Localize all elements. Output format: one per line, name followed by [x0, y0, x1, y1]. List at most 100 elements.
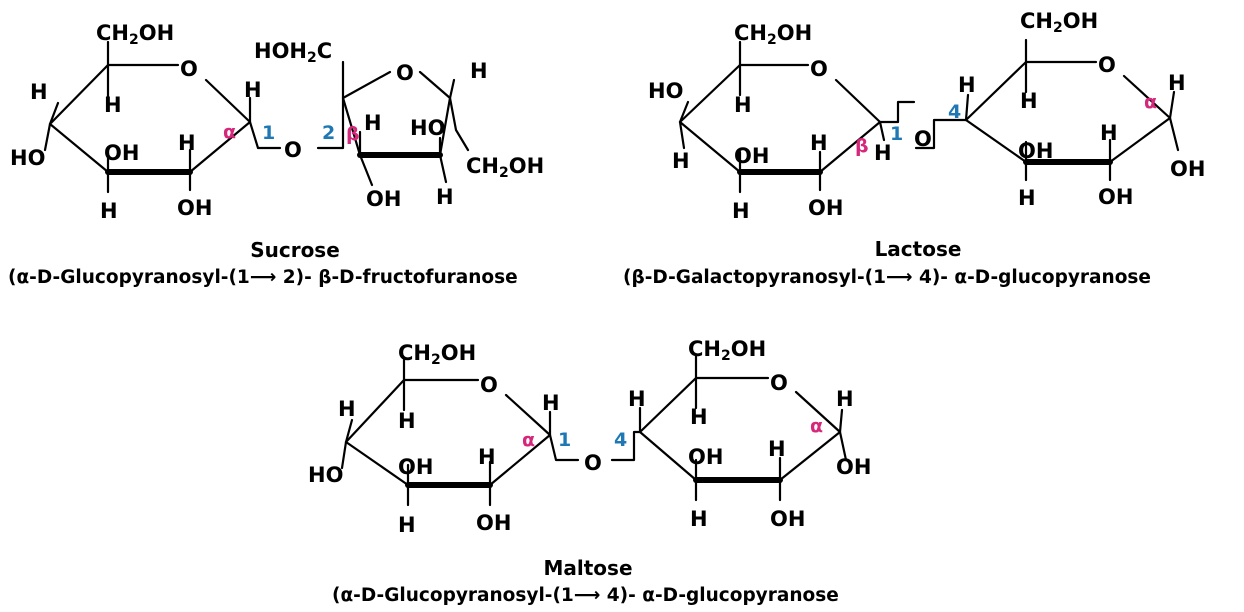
maltose-h-glc1-c5: H [398, 409, 416, 433]
maltose-ho-glc1-c4: HO [308, 463, 343, 487]
lactose-description: (β-D-Galactopyranosyl-(1⟶ 4)- α-D-glucop… [623, 267, 1151, 288]
lactose-locant-4: 4 [948, 101, 961, 123]
lactose-glucose-ring-back [964, 60, 1172, 164]
maltose-ch2oh-glc2: CH [688, 337, 721, 361]
sucrose-structure: CH2OH O H H HO OH H H OH H α 1 O HOH2C 2… [10, 21, 544, 223]
sucrose-ho-fru-c4: HO [410, 116, 445, 140]
lactose-h-glc-c3: H [1018, 186, 1036, 210]
maltose-h-glc1-c4: H [338, 397, 356, 421]
svg-text:CH2OH: CH2OH [688, 337, 766, 364]
maltose-description: (α-D-Glucopyranosyl-(1⟶ 4)- α-D-glucopyr… [332, 585, 839, 606]
maltose-ch2oh-glc1: CH [398, 341, 431, 365]
sucrose-ring-o: O [180, 57, 198, 81]
sucrose-h-fru-c4: H [436, 185, 454, 209]
sucrose-h-c5: H [104, 93, 122, 117]
lactose-ho-gal-c4: HO [648, 79, 683, 103]
lactose-structure: CH2OH O HO H H OH H H OH β 1 H O 4 H CH2… [648, 9, 1205, 223]
lactose-h-glc-c2: H [1100, 121, 1118, 145]
maltose-glycosidic-o: O [584, 451, 602, 475]
sucrose-fructose-ring-back [341, 70, 452, 157]
maltose-bonds-glc1 [340, 358, 642, 507]
sucrose-bonds-fructose [316, 60, 470, 187]
sucrose-h-fru-c5: H [470, 59, 488, 83]
lactose-oh-gal-c2: OH [808, 196, 843, 220]
sucrose-oh-fru-c3: OH [366, 187, 401, 211]
sucrose-oh-c2: OH [177, 196, 212, 220]
maltose-alpha-label-2: α [810, 415, 823, 437]
maltose-glucose1-ring-back [344, 378, 552, 487]
lactose-bonds-gal [678, 40, 968, 194]
maltose-structure: CH2OH O H H HO OH H H OH H α 1 O 4 H CH2… [308, 337, 871, 537]
lactose-beta-label: β [855, 135, 869, 157]
lactose-glycosidic-o: O [914, 127, 932, 151]
maltose-h-glc2-c2: H [768, 437, 786, 461]
sucrose-oh-c3: OH [104, 141, 139, 165]
sucrose-locant-2: 2 [322, 122, 335, 144]
lactose-h-glc-c4: H [958, 73, 976, 97]
svg-text:CH2OH: CH2OH [466, 154, 544, 181]
lactose-ch2oh-glc: CH [1020, 9, 1053, 33]
lactose-oh-gal-c3: OH [734, 144, 769, 168]
sucrose-h-c2: H [178, 131, 196, 155]
svg-text:HOH2C: HOH2C [254, 39, 332, 66]
lactose-h-glc-c1: H [1168, 71, 1186, 95]
lactose-gal-ring-o: O [810, 57, 828, 81]
lactose-h-gal-c1: H [874, 141, 892, 165]
lactose-ch2oh-gal: CH [734, 21, 767, 45]
lactose-h-gal-c5: H [734, 93, 752, 117]
lactose-oh-glc-c2: OH [1098, 185, 1133, 209]
lactose-oh-glc-c3: OH [1018, 139, 1053, 163]
maltose-h-glc2-c4: H [628, 387, 646, 411]
sucrose-name: Sucrose [250, 238, 340, 262]
svg-text:CH2OH: CH2OH [1020, 9, 1098, 36]
lactose-galactose-ring-back [678, 63, 882, 174]
maltose-alpha-label-1: α [522, 429, 535, 451]
lactose-h-glc-c5: H [1020, 89, 1038, 113]
sucrose-ch2oh-top: CH [96, 21, 129, 45]
maltose-h-glc2-c5: H [690, 405, 708, 429]
sucrose-glucose-ring-back [48, 63, 252, 174]
sucrose-ho-c4: HO [10, 146, 45, 170]
maltose-locant-4: 4 [614, 429, 627, 451]
lactose-oh-glc-c1: OH [1170, 157, 1205, 181]
sucrose-fructose-ring-o: O [396, 61, 414, 85]
maltose-h-glc1-c2: H [478, 445, 496, 469]
sucrose-h-fru-c3: H [364, 111, 382, 135]
maltose-oh-glc1-c2: OH [476, 511, 511, 535]
sucrose-h-c3: H [100, 199, 118, 223]
lactose-h-gal-c4: H [672, 149, 690, 173]
sucrose-hoh2c: HOH [254, 39, 307, 63]
lactose-alpha-label: α [1144, 91, 1157, 113]
lactose-name: Lactose [875, 237, 962, 261]
maltose-h-glc1-c3: H [398, 513, 416, 537]
maltose-bonds-glc2 [638, 354, 848, 502]
lactose-locant-1: 1 [890, 123, 903, 145]
lactose-h-gal-c3: H [732, 199, 750, 223]
lactose-glc-ring-o: O [1098, 53, 1116, 77]
sucrose-h-c4: H [30, 80, 48, 104]
maltose-glc2-ring-o: O [770, 371, 788, 395]
maltose-oh-glc1-c3: OH [398, 455, 433, 479]
maltose-locant-1: 1 [558, 429, 571, 451]
sucrose-glycosidic-o: O [284, 138, 302, 162]
maltose-h-glc1-c1: H [542, 391, 560, 415]
maltose-name: Maltose [543, 556, 632, 580]
sucrose-ch2oh-fru: CH [466, 154, 499, 178]
maltose-oh-glc2-c2: OH [770, 507, 805, 531]
svg-text:CH2OH: CH2OH [734, 21, 812, 48]
maltose-h-glc2-c1: H [836, 387, 854, 411]
maltose-h-glc2-c3: H [690, 507, 708, 531]
sucrose-description: (α-D-Glucopyranosyl-(1⟶ 2)- β-D-fructofu… [8, 267, 518, 288]
lactose-bonds-glc [964, 38, 1180, 182]
sucrose-h-c1: H [244, 78, 262, 102]
svg-text:CH2OH: CH2OH [398, 341, 476, 368]
maltose-oh-glc2-c1: OH [836, 455, 871, 479]
svg-text:CH2OH: CH2OH [96, 21, 174, 48]
lactose-h-gal-c2: H [810, 131, 828, 155]
sucrose-locant-1: 1 [262, 122, 275, 144]
sucrose-beta-label: β [346, 123, 360, 145]
maltose-glc1-ring-o: O [480, 373, 498, 397]
sucrose-bonds-glucose [43, 40, 282, 194]
sucrose-alpha-label: α [223, 121, 236, 143]
